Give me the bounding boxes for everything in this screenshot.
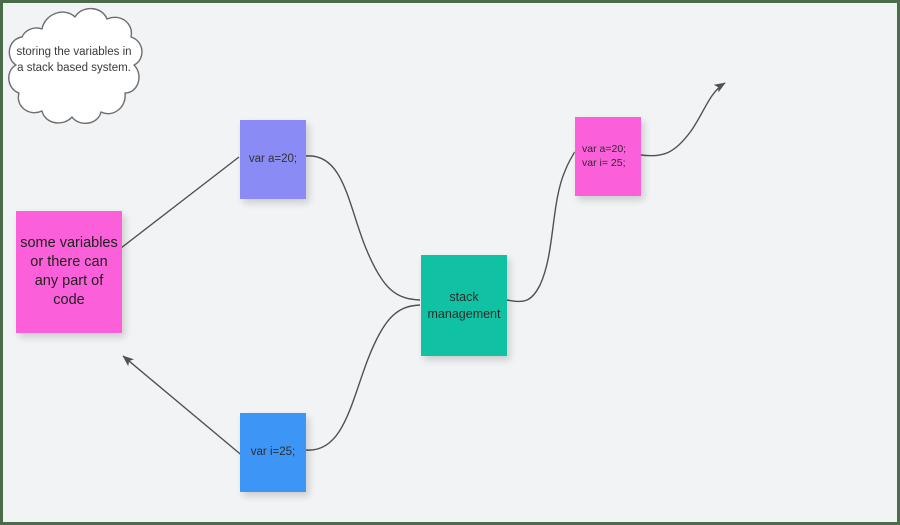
cloud-label: storing the variables in a stack based s… — [16, 46, 132, 74]
note-label: var a=20; var i= 25; — [582, 142, 627, 169]
note-label: var a=20; — [248, 152, 298, 165]
note-label: var i=25; — [250, 445, 296, 458]
note-vars-pair[interactable]: var a=20; var i= 25; — [575, 117, 641, 196]
edge-stack-to-vars-pair — [506, 151, 575, 303]
cloud-shape-icon — [8, 7, 143, 124]
edge-var-a-to-stack — [305, 155, 421, 301]
note-label: some variables or there can any part of … — [20, 234, 118, 309]
note-var-i[interactable]: var i=25; — [240, 413, 306, 492]
note-label: stack management — [427, 290, 501, 321]
edge-var-i-to-variables — [122, 355, 252, 464]
edge-vars-pair-to-cloud — [640, 82, 726, 157]
edge-variables-to-var-a — [120, 156, 240, 249]
cloud-callout[interactable]: storing the variables in a stack based s… — [3, 3, 145, 129]
note-some-variables[interactable]: some variables or there can any part of … — [16, 211, 122, 333]
edge-var-i-to-stack — [305, 304, 421, 451]
note-var-a[interactable]: var a=20; — [240, 120, 306, 199]
note-stack-management[interactable]: stack management — [421, 255, 507, 356]
